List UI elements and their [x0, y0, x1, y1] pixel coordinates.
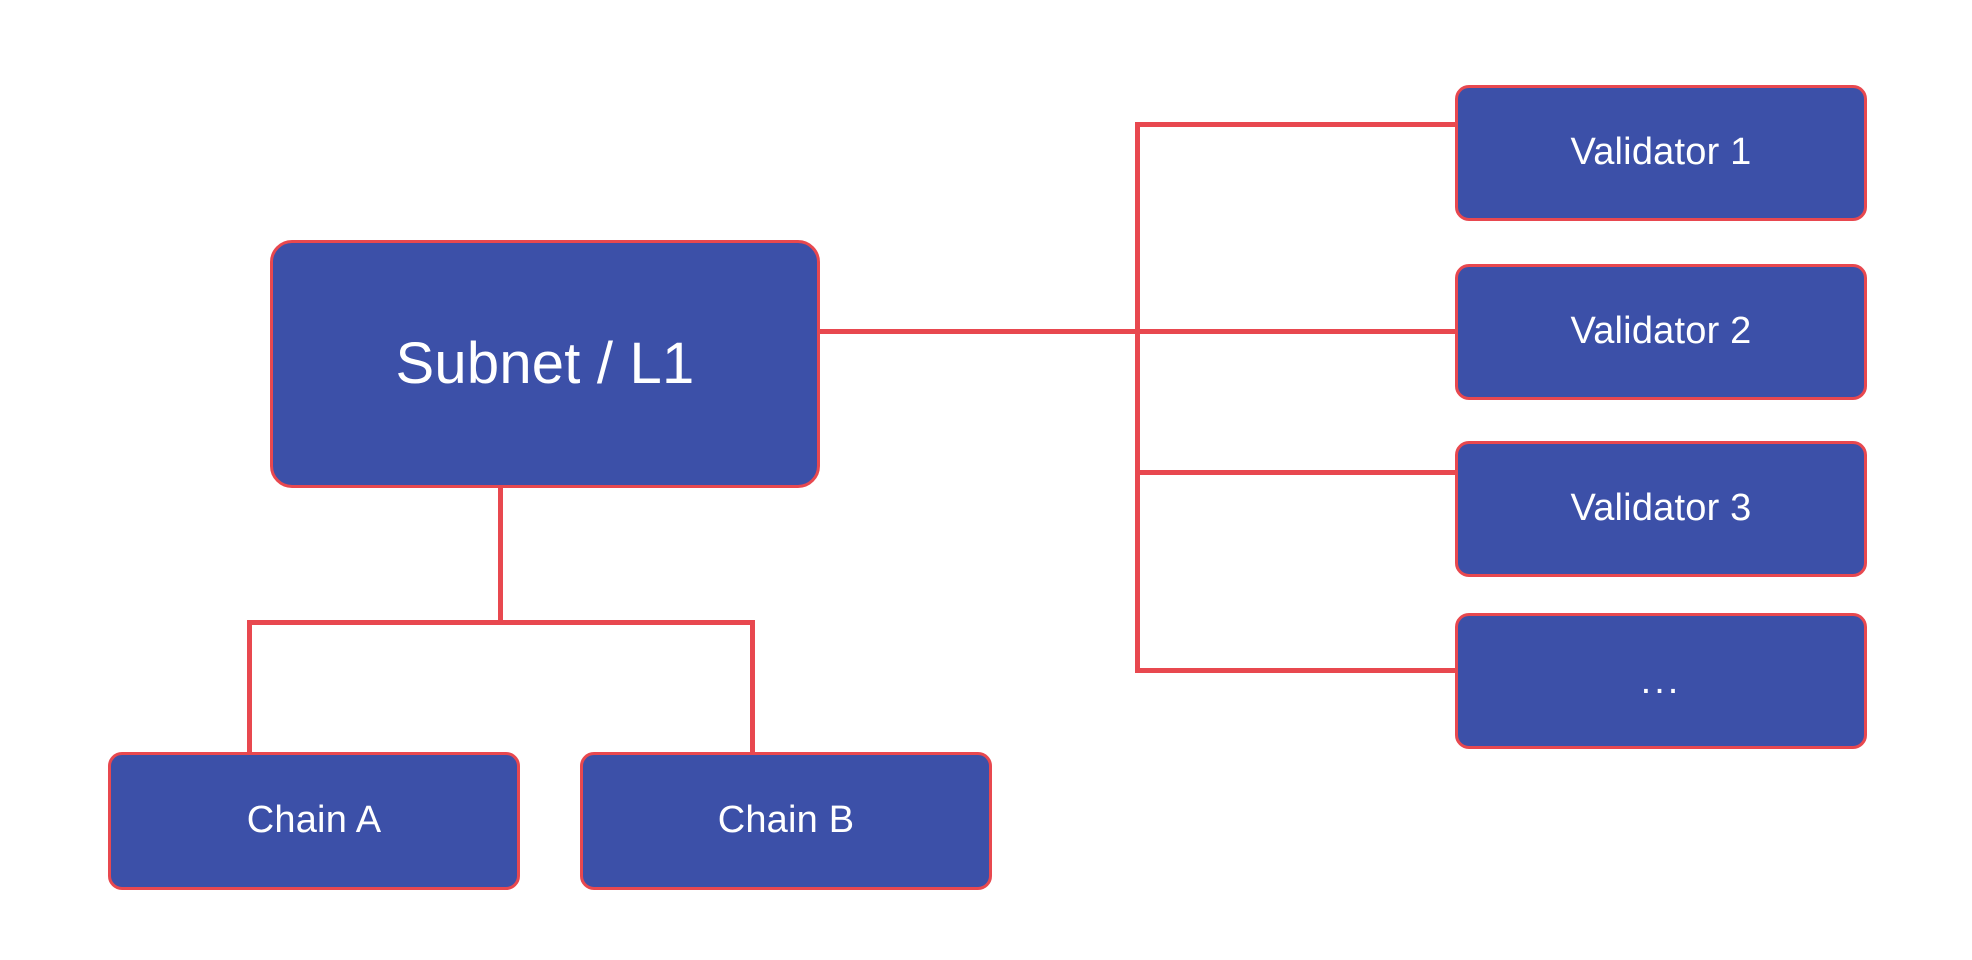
node-subnet-l1-label: Subnet / L1 — [395, 331, 695, 397]
connector-branch-validator-1 — [1135, 122, 1457, 127]
node-chain-b-label: Chain B — [717, 799, 855, 842]
node-validator-2[interactable]: Validator 2 — [1455, 264, 1867, 400]
connector-branch-validator-more — [1135, 668, 1457, 673]
node-validator-1[interactable]: Validator 1 — [1455, 85, 1867, 221]
connector-branch-chain-a — [247, 620, 252, 760]
node-subnet-l1[interactable]: Subnet / L1 — [270, 240, 820, 488]
connector-validator-trunk — [1135, 122, 1140, 673]
node-chain-a[interactable]: Chain A — [108, 752, 520, 890]
node-validator-2-label: Validator 2 — [1570, 310, 1752, 353]
node-chain-a-label: Chain A — [246, 799, 382, 842]
node-validator-3-label: Validator 3 — [1570, 487, 1752, 530]
node-validator-ellipsis-label: ... — [1640, 659, 1682, 702]
node-validator-ellipsis[interactable]: ... — [1455, 613, 1867, 749]
connector-branch-validator-2 — [1135, 329, 1457, 334]
node-chain-b[interactable]: Chain B — [580, 752, 992, 890]
connector-root-to-validator-trunk — [818, 329, 1140, 334]
connector-chain-bus — [247, 620, 755, 625]
connector-branch-validator-3 — [1135, 470, 1457, 475]
connector-branch-chain-b — [750, 620, 755, 760]
connector-root-to-chain-bus — [498, 488, 503, 622]
node-validator-3[interactable]: Validator 3 — [1455, 441, 1867, 577]
node-validator-1-label: Validator 1 — [1570, 131, 1752, 174]
